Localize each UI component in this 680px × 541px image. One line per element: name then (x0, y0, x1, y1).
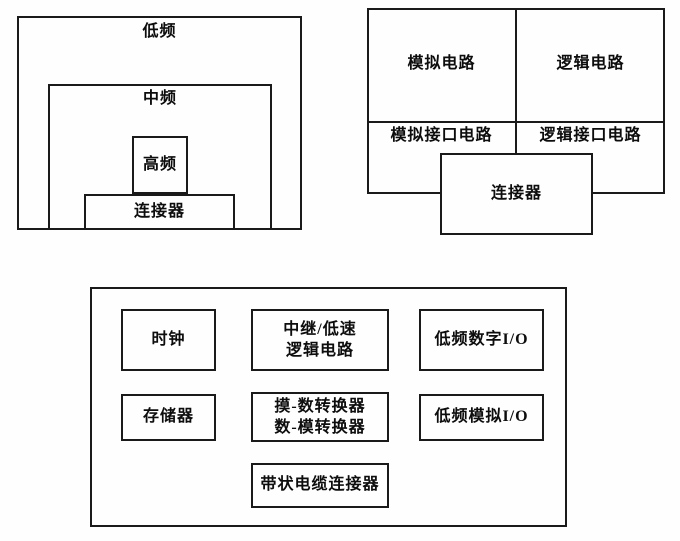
logic-circuit-label: 逻辑电路 (556, 55, 625, 73)
logic-interface-label: 逻辑接口电路 (539, 126, 642, 144)
ribbon-cable-connector-box: 带状电缆连接器 (251, 463, 389, 508)
mid-freq-label: 中频 (142, 90, 177, 107)
relay-logic-label: 中继/低速 逻辑电路 (283, 319, 356, 361)
digital-io-box: 低频数字I/O (419, 309, 544, 371)
clock-box: 时钟 (121, 309, 216, 371)
converter-label: 摸-数转换器 数-模转换器 (274, 396, 365, 438)
relay-logic-box: 中继/低速 逻辑电路 (251, 309, 389, 371)
quadrant-vertical-divider (515, 8, 517, 154)
connector-box-left: 连接器 (84, 194, 235, 230)
connector-box-right: 连接器 (440, 153, 593, 235)
converter-box: 摸-数转换器 数-模转换器 (251, 392, 389, 442)
low-freq-label: 低频 (142, 23, 177, 40)
analog-io-box: 低频模拟I/O (419, 394, 544, 441)
relay-logic-line1: 中继/低速 (283, 320, 357, 338)
component-board-box (90, 287, 567, 527)
high-freq-zone-box: 高频 (132, 136, 188, 194)
quadrant-horizontal-divider (367, 121, 665, 123)
analog-circuit-label: 模拟电路 (407, 55, 476, 73)
memory-box: 存储器 (121, 394, 216, 441)
converter-line1: 摸-数转换器 (274, 397, 366, 415)
relay-logic-line2: 逻辑电路 (285, 342, 354, 359)
analog-interface-label: 模拟接口电路 (390, 126, 493, 144)
converter-line2: 数-模转换器 (274, 419, 366, 436)
